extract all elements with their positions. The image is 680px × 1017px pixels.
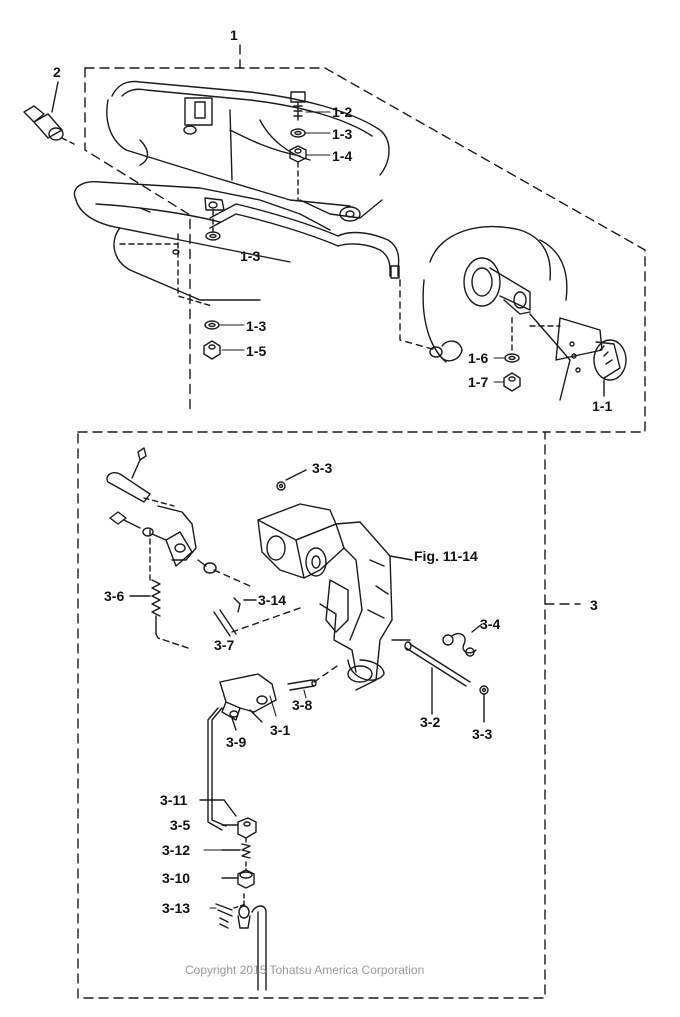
part-3-4-spring [442,623,483,657]
part-2-fitting [23,81,75,145]
tilt-tube-area [399,225,568,363]
part-3-12-spring [221,837,251,859]
label-3-2: 3-2 [420,714,441,730]
label-3-3: 3-3 [472,726,493,742]
copyright-watermark: Copyright 2015 Tohatsu America Corporati… [185,963,425,977]
part-1-3-washer-top [290,128,306,138]
part-3-6-spring [129,579,189,649]
part-1-6-washer [504,317,520,363]
label-3-7: 3-7 [214,637,235,653]
lower-arm-outline [73,181,331,301]
bolt-path-left [119,233,213,307]
label-3-12: 3-12 [162,842,191,858]
part-3-3-clip-top [276,469,307,491]
label-1-4: 1-4 [332,148,353,164]
label-1-2: 1-2 [332,104,353,120]
part-3-7-pin [213,607,301,637]
part-3-14-screw [233,597,257,613]
label-1-1: 1-1 [592,398,613,414]
label-2: 2 [53,64,61,80]
part-1-5-nut [203,340,221,360]
label-3-8: 3-8 [292,697,313,713]
linkage-arm [149,505,251,587]
part-3-1-lever [219,673,277,723]
label-3-11: 3-11 [160,792,188,808]
label-3-10: 3-10 [162,870,191,886]
label-3-13: 3-13 [162,900,191,916]
label-3-6: 3-6 [104,588,125,604]
part-1-2-bolt [290,91,306,121]
part-3-3-clip-low [479,685,489,723]
label-3-4: 3-4 [480,616,501,632]
part-3-8-pin [287,663,341,691]
part-1-1-cap [593,339,627,397]
part-1-7-nut [503,372,521,392]
label-3-5: 3-5 [170,817,191,833]
label-1-3: 1-3 [246,318,267,334]
label-3-14: 3-14 [258,592,287,608]
label-1-3: 1-3 [240,248,261,264]
leaders-group-3 [203,689,307,909]
label-1-6: 1-6 [468,350,489,366]
part-1-4-nut [289,145,307,201]
part-3-2-shaft [404,641,471,715]
label-3-3: 3-3 [312,460,333,476]
main-bracket [257,503,413,691]
label-3-9: 3-9 [226,734,247,750]
leaders-group-1 [219,111,505,383]
part-1-3-washer-low [204,320,220,330]
lower-rod-end [237,893,267,991]
label-1-3: 1-3 [332,126,353,142]
strap-link [529,313,603,401]
label-fig-11-14: Fig. 11-14 [414,548,478,564]
label-1: 1 [230,27,238,43]
hose [209,203,400,279]
group-1-boundary [84,44,646,433]
group-3-boundary [77,431,581,999]
part-3-11-rod [199,707,237,831]
part-bolt-left [109,511,167,541]
label-1-7: 1-7 [468,374,489,390]
part-3-10-nut [221,861,255,889]
part-3-9 [231,717,237,731]
bracket-outline [106,80,390,222]
label-3-1: 3-1 [270,722,291,738]
label-3: 3 [590,597,598,613]
part-3-5-block [221,817,257,839]
part-1-3-washer-mid [205,209,221,241]
label-1-5: 1-5 [246,343,267,359]
part-rod-end [106,447,175,507]
